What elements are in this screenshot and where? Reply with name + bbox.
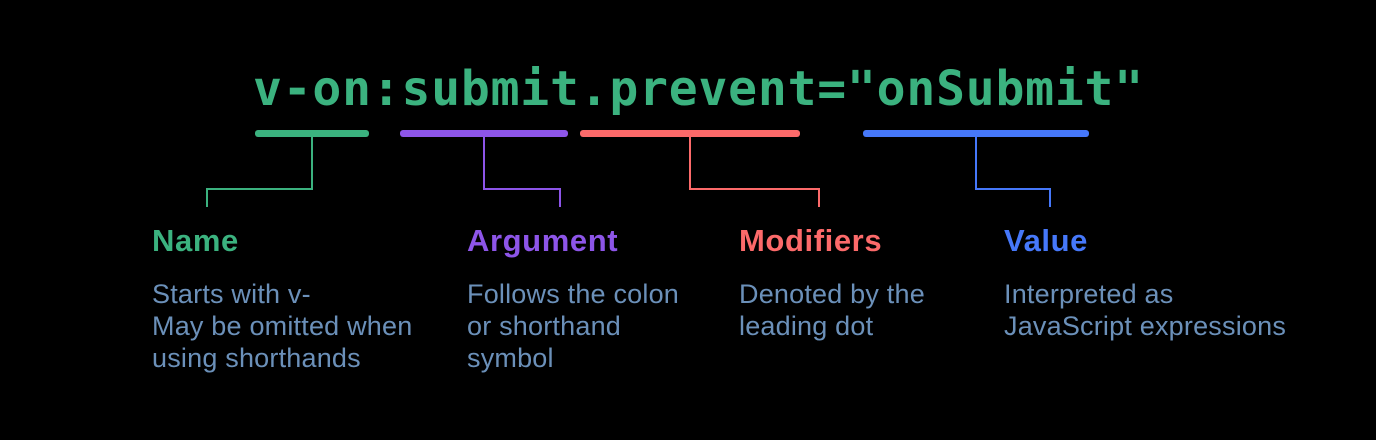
label-modifiers: Modifiers xyxy=(739,223,883,258)
label-value: Value xyxy=(1004,223,1088,258)
connector-value-tail xyxy=(1049,188,1051,207)
connector-argument-drop xyxy=(483,137,485,190)
connector-value-drop xyxy=(975,137,977,190)
description-name: Starts with v- May be omitted when using… xyxy=(152,279,413,373)
code-snippet: v-on:submit.prevent="onSubmit" xyxy=(253,61,1144,117)
description-argument: Follows the colon or shorthand symbol xyxy=(467,279,680,373)
connector-value-elbow xyxy=(975,188,1051,190)
underline-modifiers xyxy=(580,130,800,137)
label-argument: Argument xyxy=(467,223,619,258)
connector-name-elbow xyxy=(206,188,313,190)
underline-argument xyxy=(400,130,568,137)
connector-name-drop xyxy=(311,137,313,190)
description-value: Interpreted as JavaScript expressions xyxy=(1004,279,1287,341)
underline-value xyxy=(863,130,1089,137)
connector-argument-tail xyxy=(559,188,561,207)
connector-argument-elbow xyxy=(483,188,561,190)
connector-modifiers-drop xyxy=(689,137,691,190)
connector-modifiers-elbow xyxy=(689,188,820,190)
underline-name xyxy=(255,130,369,137)
description-modifiers: Denoted by the leading dot xyxy=(739,279,925,341)
connector-modifiers-tail xyxy=(818,188,820,207)
label-name: Name xyxy=(152,223,239,258)
connector-name-tail xyxy=(206,188,208,207)
